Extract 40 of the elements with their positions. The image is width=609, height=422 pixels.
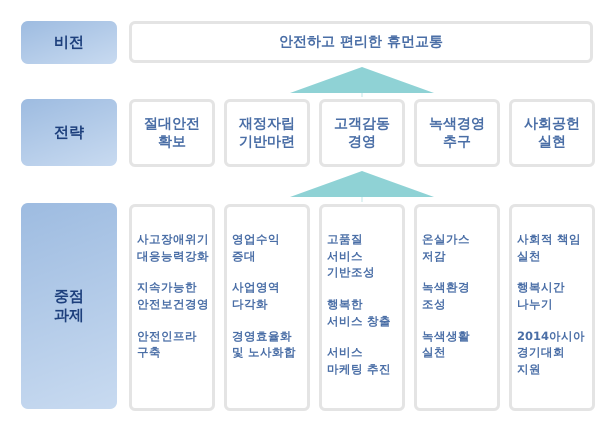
text: 영업수익 증대	[232, 231, 281, 264]
row-header	[21, 21, 117, 64]
vision-box	[129, 21, 593, 63]
task-box	[129, 204, 215, 411]
row-header	[21, 99, 117, 166]
text: 사회적 책임 실천	[517, 231, 582, 264]
text: 행복한 서비스 창출	[327, 296, 392, 330]
text: 사업영역 다각화	[232, 279, 281, 313]
row-header	[21, 203, 117, 409]
text: 녹색환경 조성	[422, 279, 471, 313]
text: 안전인프라 구축	[137, 328, 198, 362]
text: 안전하고 편리한 휴먼교통	[279, 33, 443, 51]
row-title: 비전	[53, 33, 85, 52]
text: 사고장애위기 대응능력강화	[137, 231, 210, 264]
text: 고품질 서비스 기반조성	[327, 231, 376, 282]
row-title: 중점 과제	[53, 287, 85, 325]
strategy-box	[129, 99, 215, 167]
text: 온실가스 저감	[422, 231, 471, 264]
text: 서비스 마케팅 추진	[327, 344, 392, 378]
text: 사회공헌 실현	[523, 114, 581, 152]
text: 2014아시아 경기대회 지원	[517, 328, 586, 378]
row-title: 전략	[53, 123, 85, 142]
text: 고객감동 경영	[333, 114, 391, 152]
task-box	[319, 204, 405, 411]
task-box	[414, 204, 500, 411]
task-box	[224, 204, 310, 411]
chevron-arrow	[290, 66, 434, 98]
strategy-box	[319, 99, 405, 167]
strategy-box	[414, 99, 500, 167]
text: 녹색경영 추구	[428, 114, 486, 152]
text: 재정자립 기반마련	[238, 114, 296, 152]
text: 행복시간 나누기	[517, 279, 566, 313]
text: 경영효율화 및 노사화합	[232, 328, 298, 362]
task-box	[509, 204, 595, 411]
text: 절대안전 확보	[143, 114, 201, 152]
strategy-box	[224, 99, 310, 167]
text: 녹색생활 실천	[422, 328, 471, 362]
chevron-arrow	[290, 170, 434, 202]
strategy-box	[509, 99, 595, 167]
text: 지속가능한 안전보건경영	[137, 279, 210, 313]
